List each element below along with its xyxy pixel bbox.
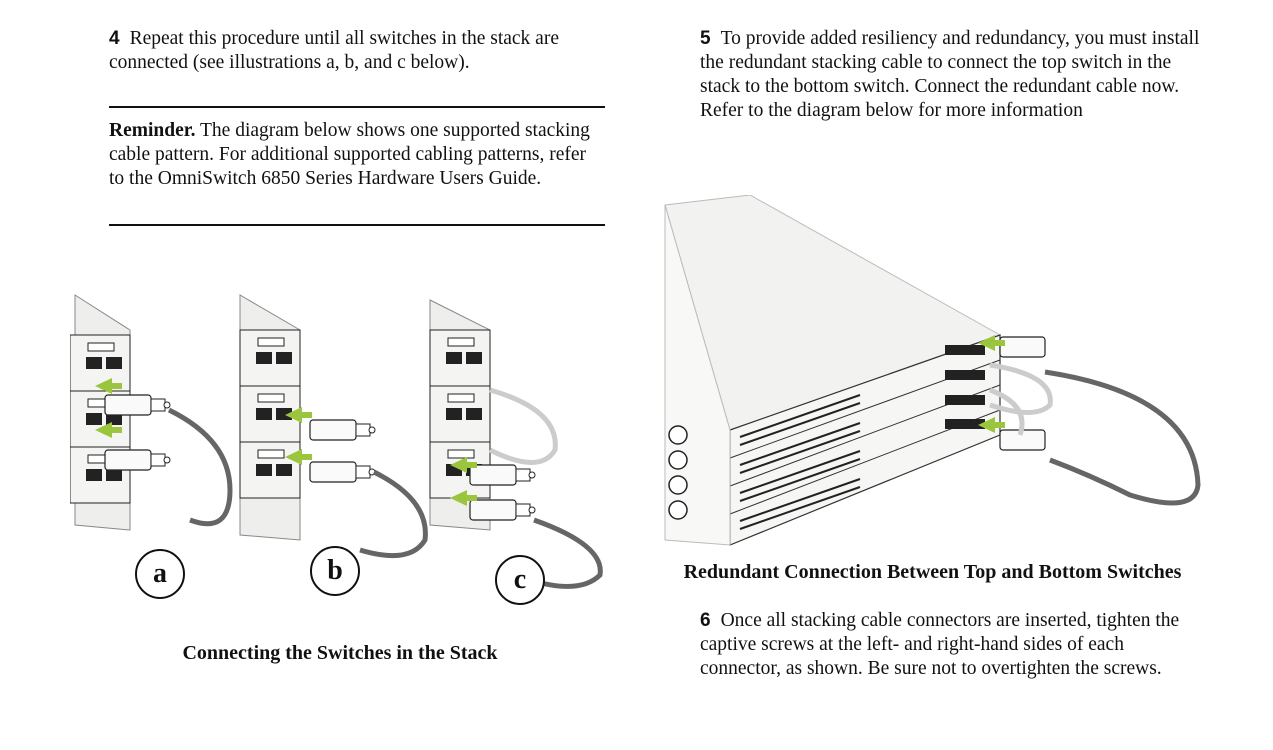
right-figure-caption: Redundant Connection Between Top and Bot… bbox=[683, 561, 1182, 583]
figure-label-b: b bbox=[310, 546, 360, 596]
step-text: Repeat this procedure until all switches… bbox=[109, 28, 559, 73]
step-text: To provide added resiliency and redundan… bbox=[700, 28, 1200, 121]
figure-label-a: a bbox=[135, 549, 185, 599]
reminder-text: The diagram below shows one supported st… bbox=[109, 120, 590, 189]
figure-label-c: c bbox=[495, 555, 545, 605]
redundant-connection-illustration bbox=[664, 195, 1201, 546]
illustration-a bbox=[70, 294, 233, 531]
step-number: 6 bbox=[700, 610, 711, 631]
step-text: Once all stacking cable connectors are i… bbox=[700, 610, 1180, 679]
reminder-paragraph: Reminder. The diagram below shows one su… bbox=[109, 119, 605, 191]
step-number: 5 bbox=[700, 28, 711, 49]
illustration-c bbox=[429, 299, 603, 589]
divider-bottom bbox=[109, 224, 605, 226]
step-number: 4 bbox=[109, 28, 120, 49]
stack-connection-illustration bbox=[70, 294, 603, 589]
illustration-b bbox=[239, 294, 428, 559]
reminder-label: Reminder. bbox=[109, 120, 196, 141]
divider-top bbox=[109, 106, 605, 108]
left-figure-caption: Connecting the Switches in the Stack bbox=[182, 642, 498, 664]
